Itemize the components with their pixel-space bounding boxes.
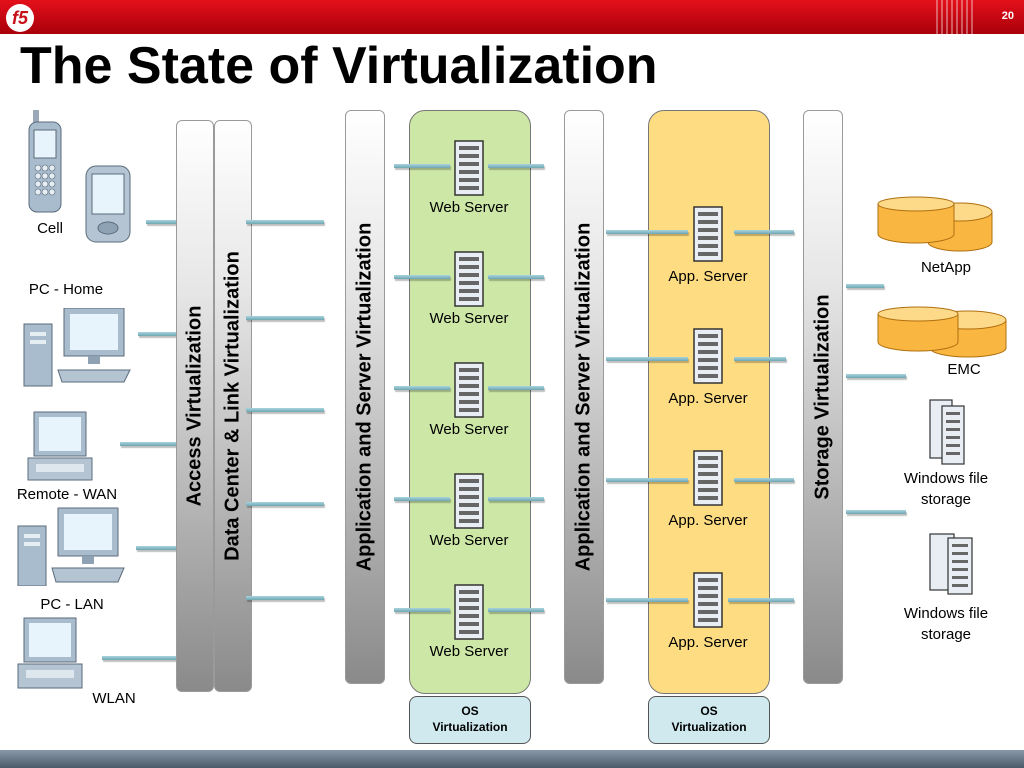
app-server-icon — [693, 572, 723, 628]
desktop-pc-icon — [23, 308, 131, 387]
client-label-pc-lan: PC - LAN — [40, 596, 104, 613]
connector — [394, 608, 450, 612]
storage-virtualization-label: Storage Virtualization — [811, 294, 834, 500]
connector — [846, 284, 884, 288]
web-server-icon — [454, 584, 484, 640]
connector — [246, 220, 324, 224]
web-server-icon — [454, 473, 484, 529]
web-server-label: Web Server — [429, 421, 509, 438]
app-server-label: App. Server — [668, 390, 748, 407]
connector — [488, 608, 544, 612]
web-server-icon — [454, 251, 484, 307]
app-server-virtualization-label-2: Application and Server Virtualization — [572, 222, 595, 572]
netapp-storage-icon — [877, 196, 993, 252]
os-virtualization-line2: Virtualization — [432, 720, 508, 734]
emc-storage-icon — [877, 306, 1007, 358]
web-server-icon — [454, 362, 484, 418]
connector — [606, 230, 688, 234]
connector — [102, 656, 184, 660]
access-virtualization-label: Access Virtualization — [183, 305, 206, 507]
connector — [846, 510, 906, 514]
cell-phone-icon — [28, 110, 62, 213]
connector — [246, 316, 324, 320]
app-server-virtualization-pillar: Application and Server Virtualization — [345, 110, 385, 684]
os-virtualization-box: OS Virtualization — [409, 696, 531, 744]
datacenter-virtualization-label: Data Center & Link Virtualization — [221, 251, 244, 561]
f5-logo: f5 — [6, 4, 34, 32]
connector — [606, 357, 688, 361]
footer-bar — [0, 750, 1024, 768]
connector — [394, 497, 450, 501]
os-virtualization-line1: OS — [461, 704, 479, 718]
desktop-pc-icon — [17, 507, 125, 586]
connector — [728, 598, 794, 602]
storage-label-netapp: NetApp — [920, 259, 972, 276]
connector — [246, 502, 324, 506]
datacenter-virtualization-pillar: Data Center & Link Virtualization — [214, 120, 252, 692]
header-bar — [0, 0, 1024, 34]
os-virtualization-line2: Virtualization — [671, 720, 747, 734]
app-server-icon — [693, 328, 723, 384]
connector — [734, 357, 786, 361]
client-label-cell: Cell — [37, 220, 63, 237]
laptop-icon — [17, 617, 83, 689]
app-server-virtualization-pillar-2: Application and Server Virtualization — [564, 110, 604, 684]
app-server-label: App. Server — [668, 268, 748, 285]
storage-label-emc: EMC — [947, 361, 981, 378]
connector — [488, 497, 544, 501]
app-server-label: App. Server — [668, 634, 748, 651]
connector — [734, 478, 794, 482]
os-virtualization-line1: OS — [700, 704, 718, 718]
access-virtualization-pillar: Access Virtualization — [176, 120, 214, 692]
app-server-virtualization-label: Application and Server Virtualization — [353, 222, 376, 572]
web-server-label: Web Server — [429, 643, 509, 660]
client-label-pc-home: PC - Home — [28, 281, 104, 298]
app-server-icon — [693, 206, 723, 262]
connector — [606, 478, 688, 482]
connector — [136, 546, 184, 550]
connector — [488, 386, 544, 390]
web-server-label: Web Server — [429, 199, 509, 216]
connector — [394, 275, 450, 279]
connector — [394, 164, 450, 168]
connector — [734, 230, 794, 234]
laptop-icon — [27, 411, 93, 481]
storage-virtualization-pillar: Storage Virtualization — [803, 110, 843, 684]
web-server-label: Web Server — [429, 310, 509, 327]
storage-label-windows-2: Windows file storage — [903, 605, 989, 643]
connector — [846, 374, 906, 378]
connector — [246, 596, 324, 600]
connector — [606, 598, 688, 602]
connector — [120, 442, 184, 446]
pda-icon — [85, 165, 131, 243]
web-server-icon — [454, 140, 484, 196]
connector — [488, 275, 544, 279]
connector — [488, 164, 544, 168]
slide-title: The State of Virtualization — [20, 37, 658, 95]
file-storage-icon — [929, 533, 973, 595]
connector — [394, 386, 450, 390]
app-server-label: App. Server — [668, 512, 748, 529]
client-label-remote-wan: Remote - WAN — [16, 486, 118, 503]
app-server-icon — [693, 450, 723, 506]
slide-number: 20 — [1001, 10, 1014, 22]
client-label-wlan: WLAN — [92, 690, 136, 707]
connector — [246, 408, 324, 412]
connector — [138, 332, 184, 336]
file-storage-icon — [929, 399, 965, 465]
storage-label-windows-1: Windows file storage — [903, 470, 989, 508]
connector — [146, 220, 184, 224]
web-server-label: Web Server — [429, 532, 509, 549]
os-virtualization-box: OS Virtualization — [648, 696, 770, 744]
